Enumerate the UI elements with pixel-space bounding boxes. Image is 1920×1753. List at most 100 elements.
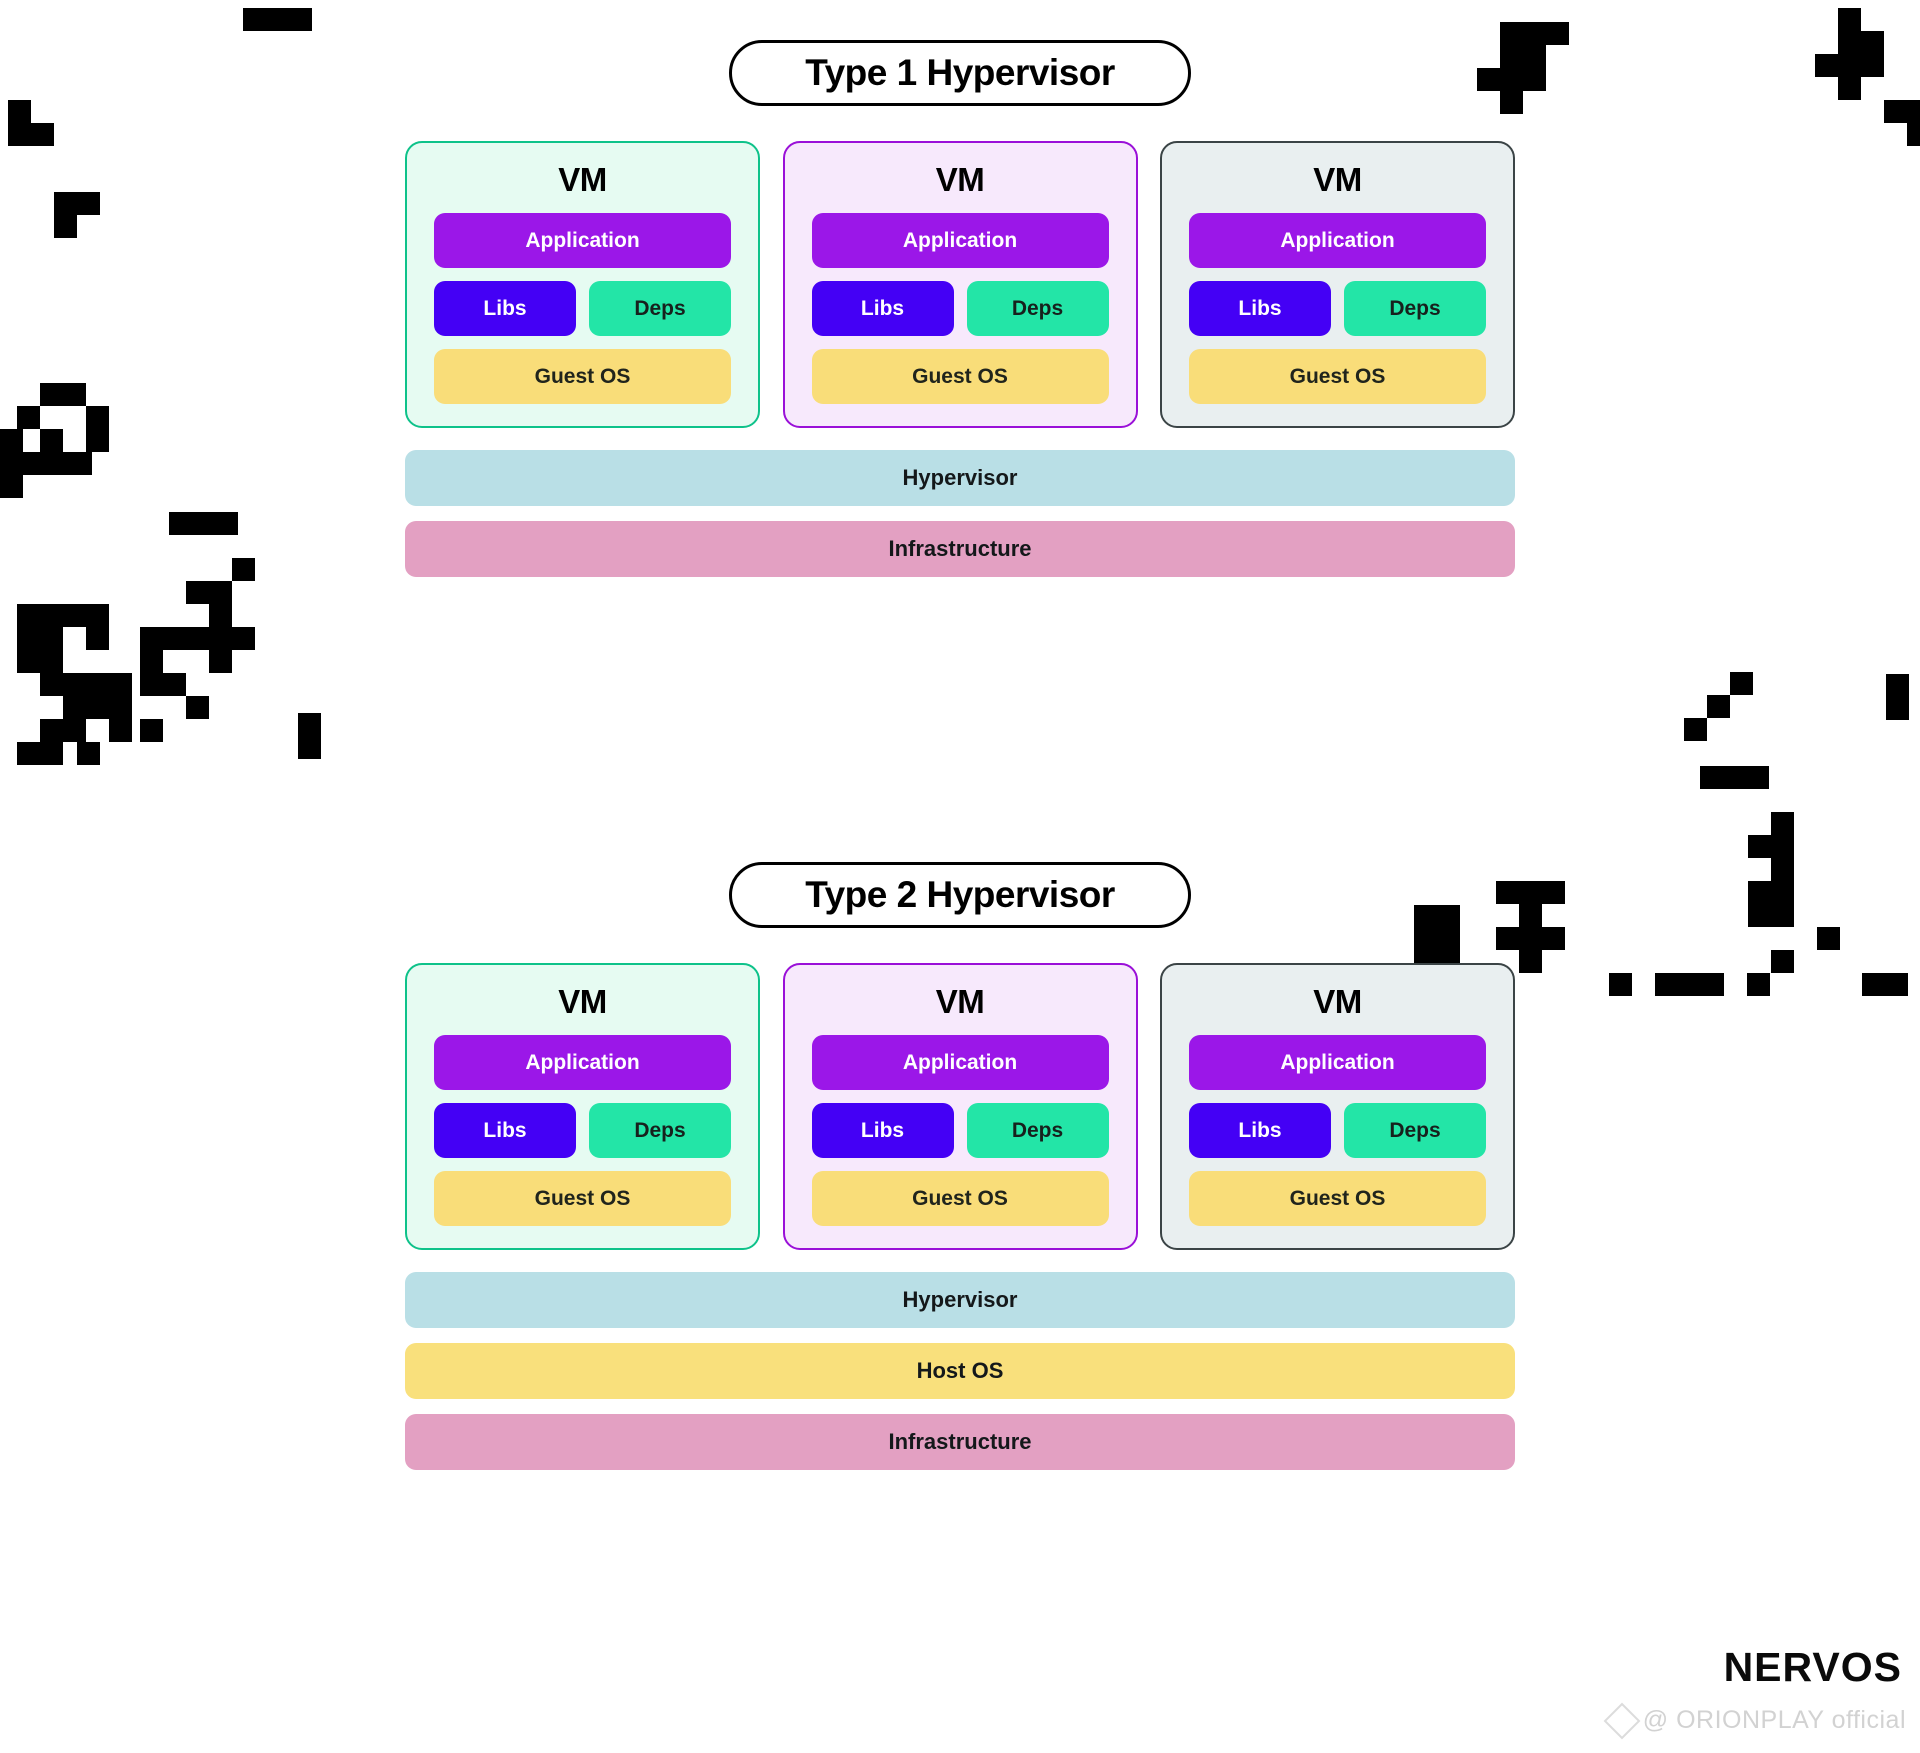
decoration-pixel xyxy=(1700,766,1723,789)
decoration-pixel xyxy=(1748,835,1771,858)
vm-row-type-1: VM Application Libs Deps Guest OS VM App… xyxy=(405,141,1515,428)
vm-row-type-2: VM Application Libs Deps Guest OS VM App… xyxy=(405,963,1515,1250)
infrastructure-bar[interactable]: Infrastructure xyxy=(405,1414,1515,1470)
decoration-pixel xyxy=(63,604,86,627)
libs-deps-row: Libs Deps xyxy=(811,1103,1109,1158)
vm-label: VM xyxy=(558,161,607,198)
decoration-pixel xyxy=(86,696,109,719)
section-title-type-1: Type 1 Hypervisor xyxy=(729,40,1191,106)
decoration-pixel xyxy=(209,650,232,673)
deps-chip[interactable]: Deps xyxy=(966,281,1109,336)
libs-chip[interactable]: Libs xyxy=(1189,1103,1331,1158)
decoration-pixel xyxy=(209,581,232,604)
decoration-pixel xyxy=(40,650,63,673)
guest-os-chip[interactable]: Guest OS xyxy=(1189,349,1486,404)
libs-deps-row: Libs Deps xyxy=(811,281,1109,336)
deps-chip[interactable]: Deps xyxy=(589,281,731,336)
decoration-pixel xyxy=(40,604,63,627)
decoration-pixel xyxy=(1707,695,1730,718)
vm-card-2[interactable]: VM Application Libs Deps Guest OS xyxy=(782,963,1138,1250)
hypervisor-bar[interactable]: Hypervisor xyxy=(405,1272,1515,1328)
decoration-pixel xyxy=(289,8,312,31)
decoration-pixel xyxy=(17,650,40,673)
decoration-pixel xyxy=(1886,674,1909,697)
application-chip[interactable]: Application xyxy=(1189,213,1486,268)
decoration-pixel xyxy=(1684,718,1707,741)
libs-deps-row: Libs Deps xyxy=(1189,281,1486,336)
decoration-pixel xyxy=(40,627,63,650)
decoration-pixel xyxy=(1730,672,1753,695)
decoration-pixel xyxy=(140,650,163,673)
guest-os-chip[interactable]: Guest OS xyxy=(1189,1171,1486,1226)
vm-label: VM xyxy=(935,983,985,1020)
decoration-pixel xyxy=(298,736,321,759)
vm-label: VM xyxy=(1313,983,1362,1020)
decoration-pixel xyxy=(140,673,163,696)
application-chip[interactable]: Application xyxy=(434,1035,731,1090)
decoration-pixel xyxy=(63,673,86,696)
decoration-pixel xyxy=(209,627,232,650)
decoration-pixel xyxy=(243,8,266,31)
deps-chip[interactable]: Deps xyxy=(1344,281,1486,336)
decoration-pixel xyxy=(17,604,40,627)
decoration-pixel xyxy=(1746,766,1769,789)
application-chip[interactable]: Application xyxy=(1189,1035,1486,1090)
vm-card-1[interactable]: VM Application Libs Deps Guest OS xyxy=(405,963,760,1250)
decoration-pixel xyxy=(17,627,40,650)
decoration-pixel xyxy=(86,627,109,650)
nervos-logo: NERVOS xyxy=(1723,1644,1902,1690)
deps-chip[interactable]: Deps xyxy=(1344,1103,1486,1158)
decoration-pixel xyxy=(63,719,86,742)
decoration-pixel xyxy=(232,627,255,650)
application-chip[interactable]: Application xyxy=(811,213,1109,268)
vm-card-1[interactable]: VM Application Libs Deps Guest OS xyxy=(405,141,760,428)
diamond-icon xyxy=(1603,1702,1641,1739)
decoration-pixel xyxy=(63,696,86,719)
decoration-pixel xyxy=(86,673,109,696)
libs-chip[interactable]: Libs xyxy=(811,281,954,336)
host-os-bar[interactable]: Host OS xyxy=(405,1343,1515,1399)
vm-card-3[interactable]: VM Application Libs Deps Guest OS xyxy=(1160,963,1515,1250)
decoration-pixel xyxy=(163,627,186,650)
decoration-pixel xyxy=(1886,697,1909,720)
decoration-pixel xyxy=(109,696,132,719)
guest-os-chip[interactable]: Guest OS xyxy=(434,1171,731,1226)
libs-chip[interactable]: Libs xyxy=(434,1103,576,1158)
application-chip[interactable]: Application xyxy=(434,213,731,268)
decoration-pixel xyxy=(1838,8,1861,31)
guest-os-chip[interactable]: Guest OS xyxy=(811,1171,1109,1226)
guest-os-chip[interactable]: Guest OS xyxy=(811,349,1109,404)
decoration-pixel xyxy=(109,719,132,742)
hypervisor-bar[interactable]: Hypervisor xyxy=(405,450,1515,506)
vm-label: VM xyxy=(1313,161,1362,198)
watermark-text: @ ORIONPLAY official xyxy=(1642,1706,1906,1734)
decoration-pixel xyxy=(186,696,209,719)
watermark: @ ORIONPLAY official xyxy=(1603,1702,1906,1739)
vm-card-2[interactable]: VM Application Libs Deps Guest OS xyxy=(782,141,1138,428)
application-chip[interactable]: Application xyxy=(811,1035,1109,1090)
libs-chip[interactable]: Libs xyxy=(811,1103,954,1158)
libs-deps-row: Libs Deps xyxy=(1189,1103,1486,1158)
vm-card-3[interactable]: VM Application Libs Deps Guest OS xyxy=(1160,141,1515,428)
section-title-type-2: Type 2 Hypervisor xyxy=(729,862,1191,928)
libs-chip[interactable]: Libs xyxy=(1189,281,1331,336)
decoration-pixel xyxy=(1771,835,1794,858)
decoration-pixel xyxy=(1771,812,1794,835)
libs-deps-row: Libs Deps xyxy=(434,281,731,336)
vm-label: VM xyxy=(558,983,607,1020)
decoration-pixel xyxy=(186,627,209,650)
decoration-pixel xyxy=(140,627,163,650)
libs-chip[interactable]: Libs xyxy=(434,281,576,336)
infrastructure-bar[interactable]: Infrastructure xyxy=(405,521,1515,577)
decoration-pixel xyxy=(40,742,63,765)
guest-os-chip[interactable]: Guest OS xyxy=(434,349,731,404)
decoration-pixel xyxy=(209,604,232,627)
decoration-pixel xyxy=(86,604,109,627)
deps-chip[interactable]: Deps xyxy=(966,1103,1109,1158)
decoration-pixel xyxy=(298,713,321,736)
libs-deps-row: Libs Deps xyxy=(434,1103,731,1158)
decoration-pixel xyxy=(186,581,209,604)
deps-chip[interactable]: Deps xyxy=(589,1103,731,1158)
decoration-pixel xyxy=(163,673,186,696)
